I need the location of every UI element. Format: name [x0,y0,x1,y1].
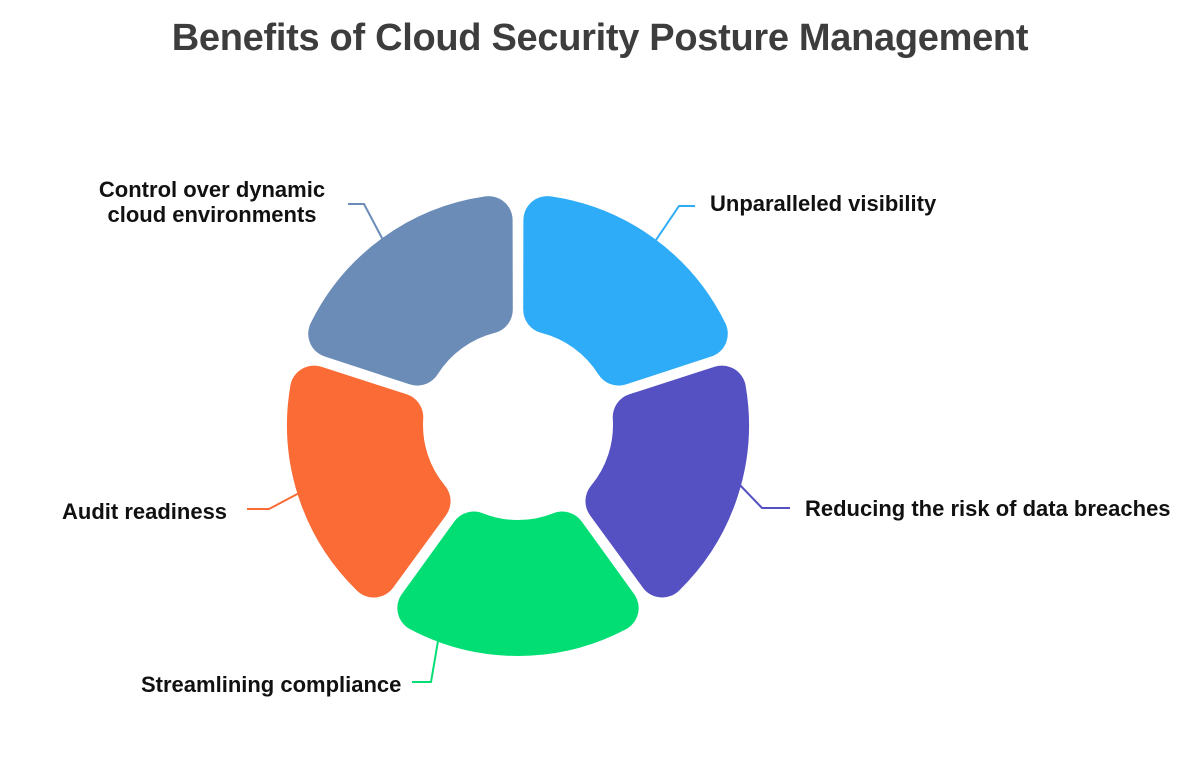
segment-reducing-risk-of-data-breaches [585,365,749,598]
segment-control-over-dynamic-cloud-environments [308,196,513,386]
leader-line-reducing-risk-of-data-breaches [736,481,790,509]
leader-line-audit-readiness [247,490,304,510]
leader-line-unparalleled-visibility [655,205,695,241]
leader-line-control-over-dynamic-cloud-environments [348,203,393,258]
page-title: Benefits of Cloud Security Posture Manag… [171,17,1029,59]
label-streamlining-compliance: Streamlining compliance [141,672,402,697]
label-control-over-dynamic-cloud-environments: Control over dynamic cloud environments [98,177,326,227]
segment-unparalleled-visibility [523,196,728,386]
segment-streamlining-compliance [397,511,639,656]
segment-audit-readiness [287,365,451,598]
label-unparalleled-visibility: Unparalleled visibility [710,191,937,216]
label-reducing-risk-of-data-breaches: Reducing the risk of data breaches [805,496,1171,521]
label-audit-readiness: Audit readiness [62,499,228,524]
leader-line-streamlining-compliance [412,640,439,683]
